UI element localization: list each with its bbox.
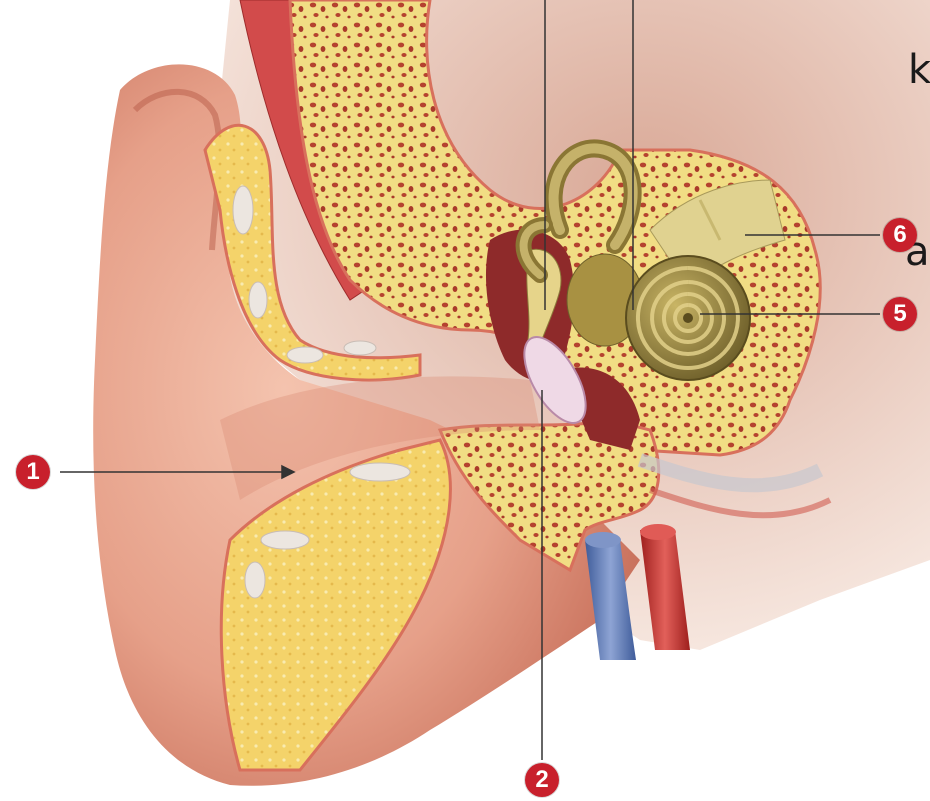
label-marker-5: 5	[883, 297, 917, 331]
label-marker-1: 1	[16, 455, 50, 489]
label-marker-2: 2	[525, 763, 559, 797]
label-marker-6: 6	[883, 218, 917, 252]
edge-text-fragment-1: k	[908, 50, 930, 90]
